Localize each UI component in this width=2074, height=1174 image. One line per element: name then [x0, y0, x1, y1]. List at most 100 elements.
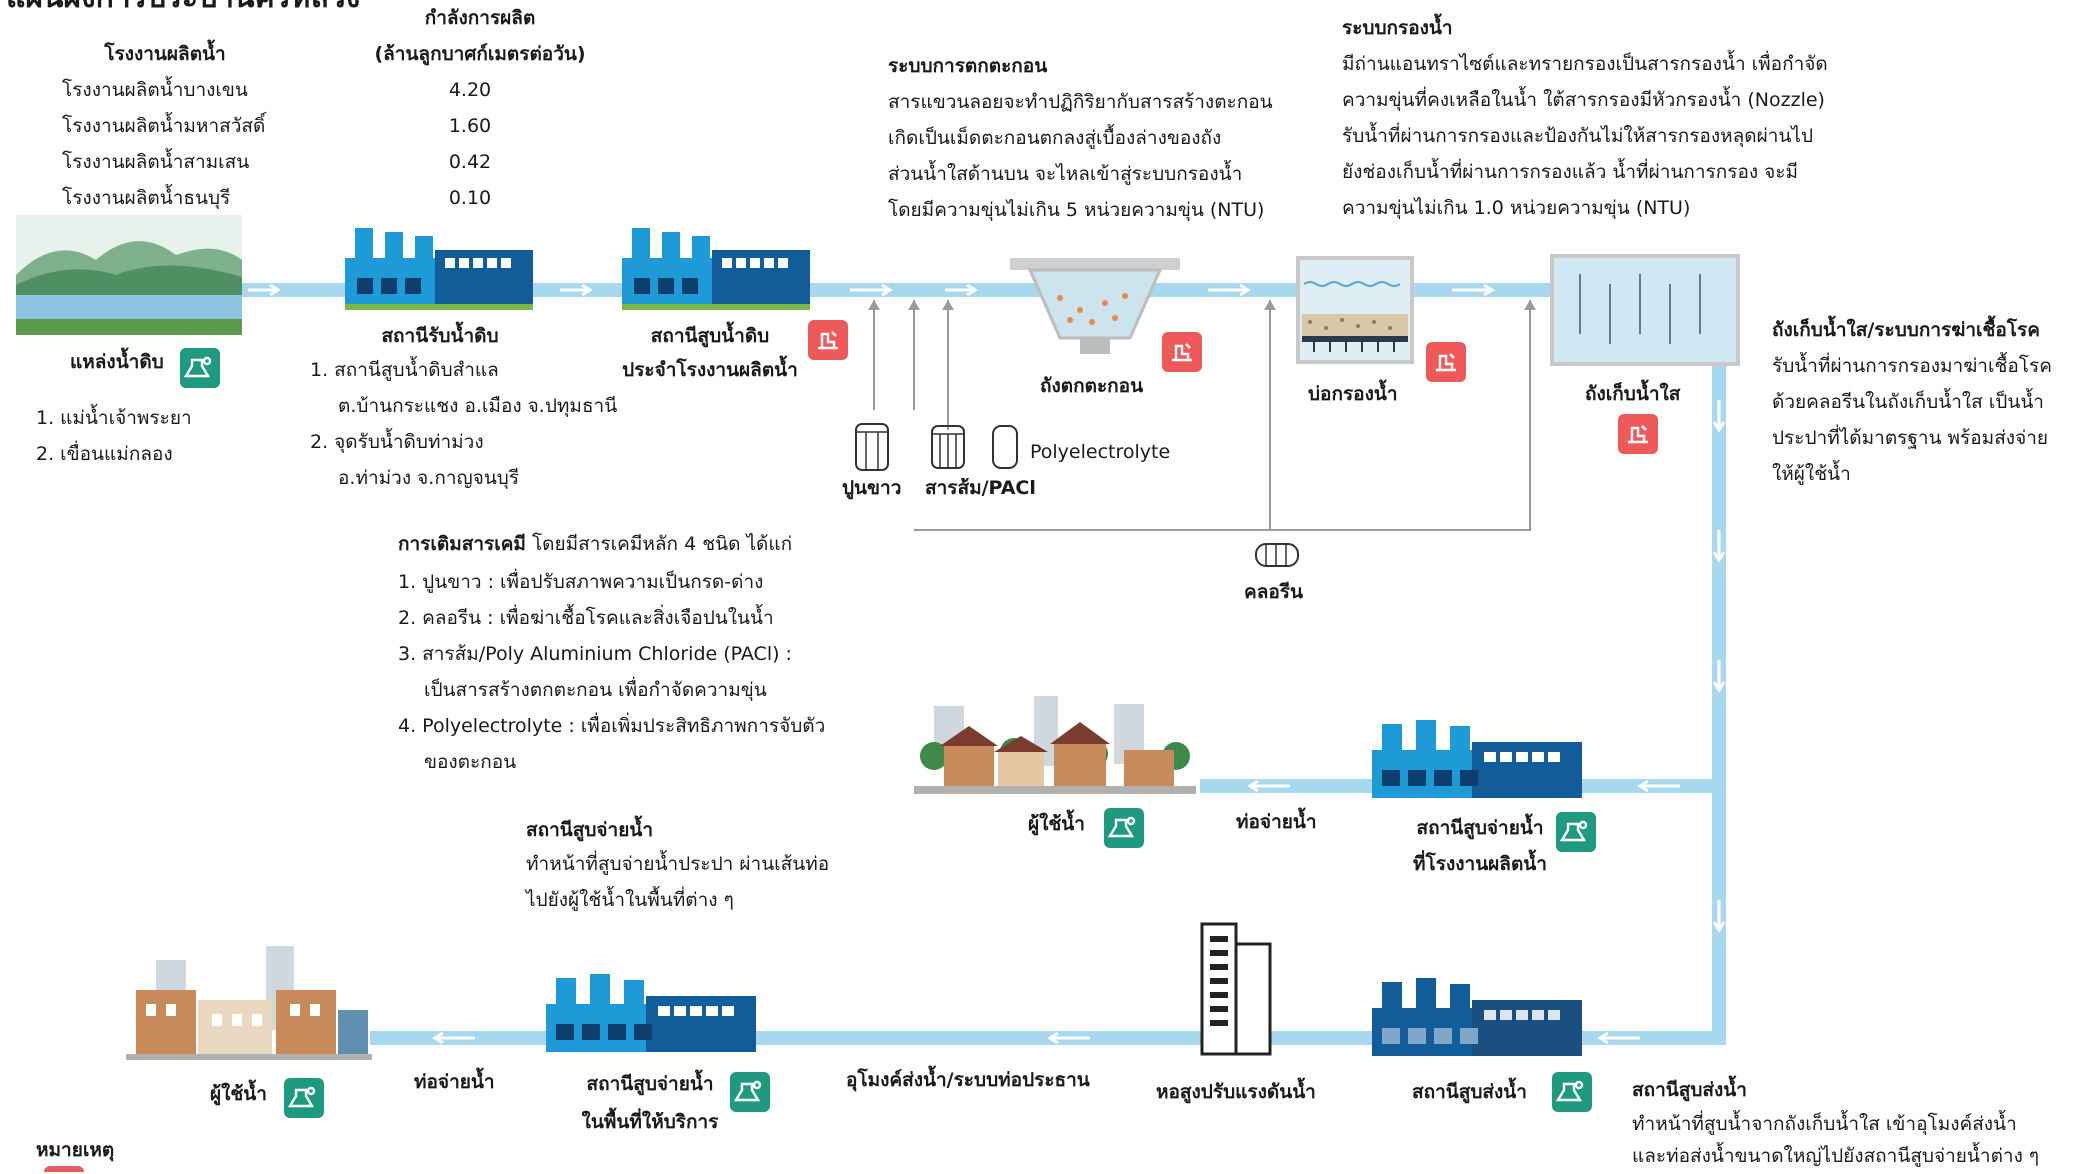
- area-pump-label: สถานีสูบจ่ายน้ำ: [586, 1073, 714, 1095]
- chemicals-heading: การเติมสารเคมี โดยมีสารเคมีหลัก 4 ชนิด ไ…: [398, 526, 792, 562]
- intake-station-line: 1. สถานีสูบน้ำดิบสำแล: [310, 359, 499, 381]
- chemicals-line: เป็นสารสร้างตกตะกอน เพื่อกำจัดความขุ่น: [424, 679, 767, 701]
- clear-water-tank-illustration: [1550, 254, 1740, 366]
- distribution-note-title: สถานีสูบจ่ายน้ำ: [526, 819, 654, 841]
- sedimentation-line: โดยมีความขุ่นไม่เกิน 5 หน่วยความขุ่น (NT…: [888, 199, 1265, 221]
- responsibility-red-icon: [1162, 332, 1202, 372]
- intake-station-label: สถานีรับน้ำดิบ: [381, 325, 499, 347]
- plants-table-header-capacity-1: กำลังการผลิต: [424, 7, 536, 29]
- sedimentation-line: เกิดเป็นเม็ดตะกอนตกลงสู่เบื้องล่างของถัง: [888, 127, 1222, 149]
- plants-table-header-capacity-2: (ล้านลูกบาศก์เมตรต่อวัน): [374, 43, 586, 65]
- pressure-tower-illustration: [1200, 922, 1272, 1056]
- raw-pump-factory-icon: [622, 228, 810, 310]
- distribution-note-line: ไปยังผู้ใช้น้ำในพื้นที่ต่าง ๆ: [526, 889, 734, 911]
- raw-water-item: 2. เขื่อนแม่กลอง: [36, 443, 173, 465]
- clear-tank-line: ให้ผู้ใช้น้ำ: [1772, 463, 1851, 485]
- bottom-users-label: ผู้ใช้น้ำ: [210, 1083, 267, 1105]
- send-note-title: สถานีสูบส่งน้ำ: [1632, 1079, 1747, 1101]
- send-station-label: สถานีสูบส่งน้ำ: [1412, 1081, 1527, 1103]
- plant-row-capacity: 0.42: [448, 151, 492, 173]
- filter-line: ยังช่องเก็บน้ำที่ผ่านการกรองแล้ว น้ำที่ผ…: [1342, 161, 1799, 183]
- send-note-line: และท่อส่งน้ำขนาดใหญ่ไปยังสถานีสูบจ่ายน้ำ…: [1632, 1145, 2040, 1167]
- town-illustration: [914, 696, 1196, 794]
- filter-line: มีถ่านแอนทราไซต์และทรายกรองเป็นสารกรองน้…: [1342, 53, 1828, 75]
- chemicals-line: 4. Polyelectrolyte : เพื่อเพิ่มประสิทธิภ…: [398, 715, 826, 737]
- raw-pump-label: ประจำโรงงานผลิตน้ำ: [622, 359, 798, 381]
- sedimentation-title: ระบบการตกตะกอน: [888, 55, 1048, 77]
- filter-title: ระบบกรองน้ำ: [1342, 17, 1453, 39]
- plant-pump-factory-icon: [1372, 720, 1582, 798]
- plant-row-capacity: 1.60: [448, 115, 492, 137]
- plant-row-name: โรงงานผลิตน้ำสามเสน: [62, 151, 250, 173]
- chemicals-line: ของตะกอน: [424, 751, 517, 773]
- clear-tank-line: ประปาที่ได้มาตรฐาน พร้อมส่งจ่าย: [1772, 427, 2049, 449]
- sedimentation-line: ส่วนน้ำใสด้านบน จะไหลเข้าสู่ระบบกรองน้ำ: [888, 163, 1243, 185]
- clear-tank-line: รับน้ำที่ผ่านการกรองมาฆ่าเชื้อโรค: [1772, 355, 2052, 377]
- clear-tank-label: ถังเก็บน้ำใส: [1585, 383, 1681, 405]
- intake-station-line: อ.ท่าม่วง จ.กาญจนบุรี: [338, 467, 520, 489]
- chemicals-line: 1. ปูนขาว : เพื่อปรับสภาพความเป็นกรด-ด่า…: [398, 571, 764, 593]
- plant-row-name: โรงงานผลิตน้ำธนบุรี: [62, 187, 231, 209]
- send-station-factory-icon: [1372, 978, 1582, 1056]
- responsibility-green-icon: [1552, 1072, 1592, 1112]
- responsibility-red-icon: [1618, 414, 1658, 454]
- plant-row-name: โรงงานผลิตน้ำบางเขน: [62, 79, 248, 101]
- raw-pump-label: สถานีสูบน้ำดิบ: [650, 325, 770, 347]
- river-landscape-illustration: [16, 215, 242, 335]
- responsibility-green-icon: [1104, 808, 1144, 848]
- alum-tank-icon: [931, 425, 965, 469]
- main-pipe-right: [1712, 360, 1726, 1045]
- responsibility-green-icon: [180, 348, 220, 388]
- alum-label: สารส้ม/PACl: [925, 477, 1036, 499]
- plant-row-capacity: 0.10: [448, 187, 492, 209]
- middle-users-label: ผู้ใช้น้ำ: [1028, 813, 1085, 835]
- raw-water-label: แหล่งน้ำดิบ: [70, 351, 164, 373]
- sedimentation-tank-label: ถังตกตะกอน: [1040, 375, 1144, 397]
- filter-tank-illustration: [1296, 256, 1414, 364]
- responsibility-green-icon: [1556, 812, 1596, 852]
- legend-red-icon: [44, 1166, 84, 1172]
- tunnel-label: อุโมงค์ส่งน้ำ/ระบบท่อประธาน: [846, 1069, 1090, 1091]
- sedimentation-tank-illustration: [1010, 258, 1180, 354]
- plants-table-header-plant: โรงงานผลิตน้ำ: [104, 43, 226, 65]
- intake-station-factory-icon: [345, 228, 533, 310]
- polyelectrolyte-label: Polyelectrolyte: [1030, 441, 1171, 463]
- middle-pipe-label: ท่อจ่ายน้ำ: [1236, 811, 1317, 833]
- responsibility-green-icon: [730, 1072, 770, 1112]
- chemicals-intro: โดยมีสารเคมีหลัก 4 ชนิด ได้แก่: [525, 533, 793, 555]
- filter-tank-label: บ่อกรองน้ำ: [1308, 383, 1398, 405]
- distribution-note-line: ทำหน้าที่สูบจ่ายน้ำประปา ผ่านเส้นท่อ: [526, 853, 830, 875]
- lime-tank-icon: [855, 423, 889, 471]
- responsibility-red-icon: [1426, 342, 1466, 382]
- chemicals-title: การเติมสารเคมี: [398, 533, 526, 555]
- sedimentation-line: สารแขวนลอยจะทำปฏิกิริยากับสารสร้างตะกอน: [888, 91, 1273, 113]
- clear-tank-title: ถังเก็บน้ำใส/ระบบการฆ่าเชื้อโรค: [1772, 319, 2040, 341]
- legend-title: หมายเหตุ: [36, 1139, 115, 1161]
- polyelectrolyte-tank-icon: [992, 425, 1018, 469]
- chlorine-cylinder-icon: [1255, 543, 1299, 567]
- plant-row-capacity: 4.20: [448, 79, 492, 101]
- city-illustration: [126, 946, 372, 1060]
- responsibility-green-icon: [284, 1078, 324, 1118]
- chemicals-line: 3. สารส้ม/Poly Aluminium Chloride (PACl)…: [398, 643, 792, 665]
- chlorine-label: คลอรีน: [1244, 581, 1303, 603]
- raw-water-item: 1. แม่น้ำเจ้าพระยา: [36, 407, 192, 429]
- intake-station-line: 2. จุดรับน้ำดิบท่าม่วง: [310, 431, 484, 453]
- lime-label: ปูนขาว: [842, 477, 902, 499]
- filter-line: รับน้ำที่ผ่านการกรองและป้องกันไม่ให้สารก…: [1342, 125, 1814, 147]
- filter-line: ความขุ่นที่คงเหลือในน้ำ ใต้สารกรองมีหัวก…: [1342, 89, 1825, 111]
- intake-station-line: ต.บ้านกระแชง อ.เมือง จ.ปทุมธานี: [338, 395, 618, 417]
- clear-tank-line: ด้วยคลอรีนในถังเก็บน้ำใส เป็นน้ำ: [1772, 391, 2044, 413]
- bottom-pipe-label: ท่อจ่ายน้ำ: [414, 1071, 495, 1093]
- responsibility-red-icon: [808, 320, 848, 360]
- area-pump-label: ในพื้นที่ให้บริการ: [581, 1111, 719, 1133]
- plant-pump-label: ที่โรงงานผลิตน้ำ: [1413, 853, 1547, 875]
- page-title: แผนผังการประปานครหลวง: [6, 0, 360, 16]
- send-note-line: ทำหน้าที่สูบน้ำจากถังเก็บน้ำใส เข้าอุโมง…: [1632, 1113, 2017, 1135]
- plant-pump-label: สถานีสูบจ่ายน้ำ: [1416, 817, 1544, 839]
- tower-label: หอสูงปรับแรงดันน้ำ: [1156, 1081, 1316, 1103]
- filter-line: ความขุ่นไม่เกิน 1.0 หน่วยความขุ่น (NTU): [1342, 197, 1691, 219]
- chemicals-line: 2. คลอรีน : เพื่อฆ่าเชื้อโรคและสิ่งเจือป…: [398, 607, 774, 629]
- area-pump-factory-icon: [546, 974, 756, 1052]
